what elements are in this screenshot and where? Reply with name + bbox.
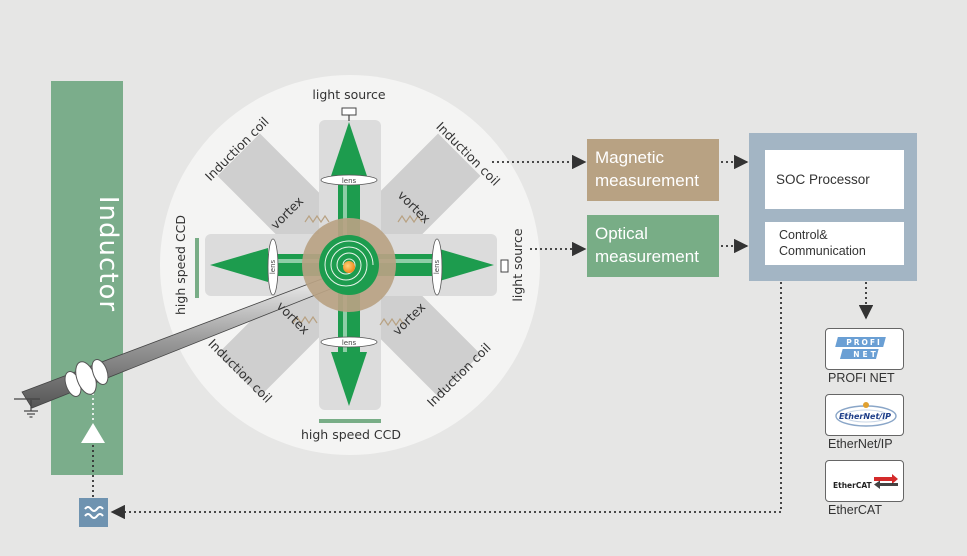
ccd-left [195, 238, 199, 298]
processor-to-source-connector [110, 282, 782, 520]
control-line2: Communication [779, 244, 866, 258]
lens-left [267, 238, 279, 296]
optical-measurement-line1: Optical [595, 224, 648, 243]
arrow-up-icon [81, 423, 105, 443]
inductor-label: Inductor [93, 196, 123, 312]
soc-processor-box: SOC Processor [765, 150, 904, 209]
magnetic-measurement-box: Magnetic measurement [587, 139, 719, 201]
control-line1: Control& [779, 228, 828, 242]
lens-label-left: lens [269, 259, 277, 274]
lens-label-right: lens [433, 259, 441, 274]
profinet-logo-text-2: NET [853, 350, 879, 359]
profinet-logo: PROFI NET [825, 328, 904, 370]
lens-bottom [320, 336, 378, 348]
ethercat-logo: EtherCAT [825, 460, 904, 502]
ethercat-label: EtherCAT [828, 503, 882, 517]
ethernetip-label: EtherNet/IP [828, 437, 893, 451]
ccd-bottom [319, 419, 381, 423]
lens-label-bottom: lens [342, 339, 357, 347]
optical-measurement-line2: measurement [595, 247, 699, 266]
ethernetip-logo-text: EtherNet/IP [839, 412, 891, 421]
beam-right [436, 248, 494, 282]
ground-icon [24, 400, 38, 418]
light-source-right-label: light source [510, 228, 525, 301]
ac-source-icon [79, 498, 108, 527]
magnetic-sensor [302, 218, 396, 312]
ccd-left-label: high speed CCD [173, 215, 188, 315]
magnetic-measurement-line2: measurement [595, 171, 699, 190]
lens-label-top: lens [342, 177, 357, 185]
lens-top [320, 174, 378, 186]
inductor-bar [51, 81, 123, 475]
profinet-label: PROFI NET [828, 371, 895, 385]
magnetic-measurement-line1: Magnetic [595, 148, 664, 167]
control-communication-box: Control& Communication [765, 222, 904, 265]
ccd-bottom-label: high speed CCD [301, 427, 401, 442]
vortex-waves [292, 214, 423, 327]
beam-top [331, 122, 367, 176]
ethernetip-logo: EtherNet/IP [825, 394, 904, 436]
light-source-right-device [500, 259, 509, 273]
light-source-top-device [341, 107, 357, 116]
optical-measurement-box: Optical measurement [587, 215, 719, 277]
ethercat-logo-text: EtherCAT [833, 481, 873, 490]
light-source-top-label: light source [312, 87, 385, 102]
profinet-logo-text-1: PROFI [846, 338, 882, 347]
lens-right [431, 238, 443, 296]
beam-left [210, 248, 268, 282]
beam-bottom [331, 352, 367, 406]
